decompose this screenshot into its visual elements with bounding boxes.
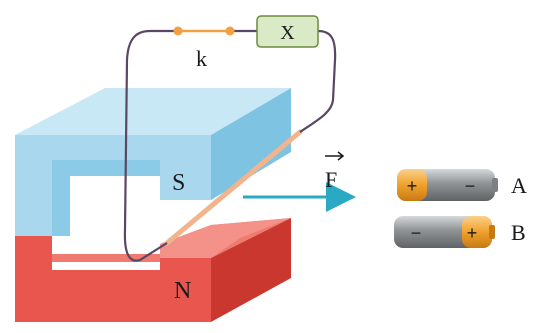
battery-b-positive-end — [462, 216, 492, 248]
conducting-rod — [164, 129, 303, 246]
battery-a-cap — [492, 178, 498, 192]
south-magnet — [15, 88, 291, 236]
switch-label: k — [196, 46, 207, 71]
battery-a: + − — [397, 169, 498, 201]
device-x-label: X — [280, 22, 295, 44]
battery-a-left-sign: + — [407, 176, 418, 196]
battery-b-left-sign: − — [411, 223, 422, 243]
device-x-box — [256, 15, 319, 48]
switch-dot-right — [225, 26, 235, 36]
battery-a-label: A — [511, 173, 527, 198]
right-wire — [299, 29, 337, 133]
battery-a-right-sign: − — [465, 176, 476, 196]
force-label: F — [325, 167, 337, 192]
switch-k — [173, 26, 235, 36]
north-pole-label: N — [174, 278, 191, 304]
vector-arrow-icon — [325, 151, 345, 161]
battery-a-positive-end — [397, 169, 427, 201]
switch-dot-left — [173, 26, 183, 36]
battery-b-cap — [489, 225, 495, 239]
left-wire — [123, 29, 168, 262]
battery-b: − + — [394, 216, 495, 248]
battery-b-label: B — [511, 220, 526, 245]
south-pole-label: S — [172, 170, 185, 196]
battery-b-right-sign: + — [467, 223, 478, 243]
north-magnet — [15, 218, 291, 322]
